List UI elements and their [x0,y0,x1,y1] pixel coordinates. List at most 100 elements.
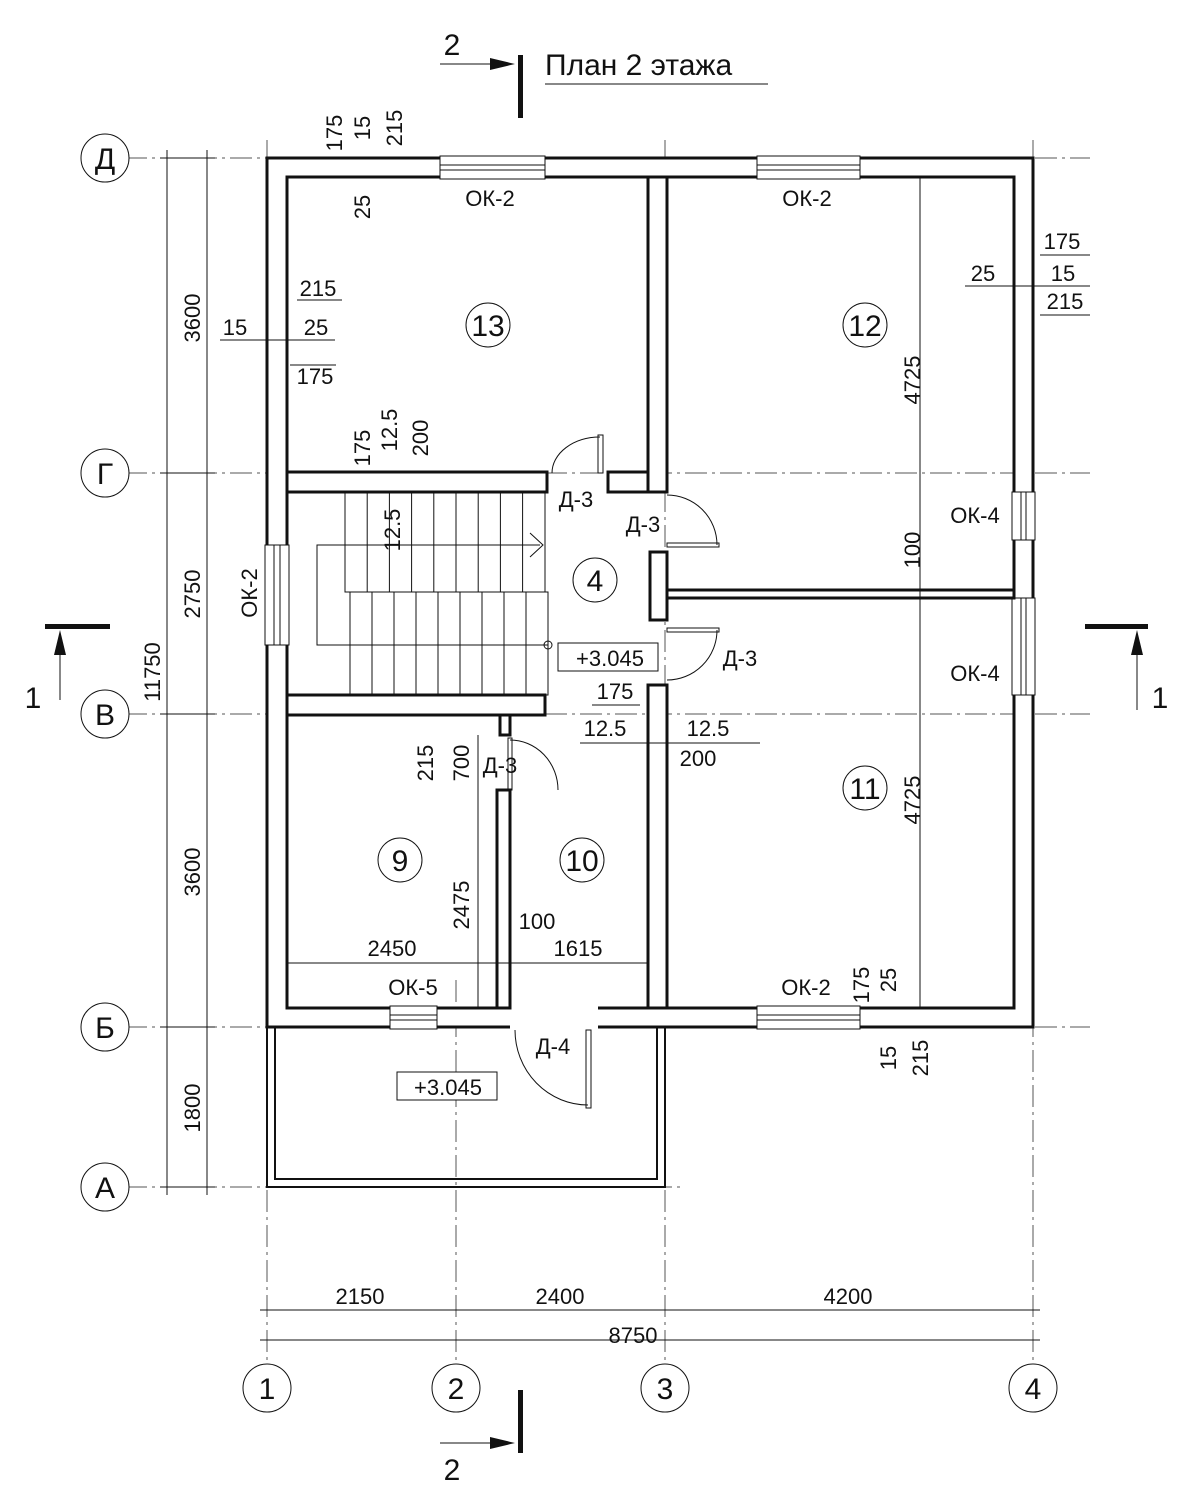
axis-row-d: Д [80,133,130,183]
drawing-line [495,788,512,1010]
opening-labels: ОК-2 ОК-2 ОК-2 ОК-2 ОК-4 ОК-4 ОК-5 Д-3 Д… [237,186,1000,1059]
drawing-label: 4200 [824,1284,873,1309]
drawing-line [1131,630,1143,655]
drawing-line [514,1029,589,1106]
drawing-line [509,739,559,791]
drawing-label: 8750 [609,1323,658,1348]
drawing-line [666,542,720,548]
drawing-label: 12.5 [380,509,405,552]
drawing-line [606,470,652,494]
window-ok4-upper [1011,491,1036,541]
drawing-label: Б [95,1012,115,1045]
drawing-label: 15 [876,1046,901,1070]
drawing-label: 4725 [900,356,925,405]
exterior-walls [264,155,1036,1030]
drawing-line [80,133,130,183]
drawing-line [80,448,130,498]
drawing-label: Г [97,458,113,491]
drawing-label: 100 [900,532,925,569]
window-ok4-lower [1011,597,1036,696]
drawing-label: 25 [304,315,328,340]
drawing-line [666,494,718,546]
window-ok2-bottom [756,1005,861,1030]
overall-dimensions: 11750 3600 2750 3600 1800 2150 2400 4200… [140,294,872,1348]
drawing-label: 175 [597,679,634,704]
drawing-label: 175 [297,364,334,389]
drawing-label: 175 [322,115,347,152]
plan-title: План 2 этажа [545,49,732,82]
drawing-label: 25 [350,195,375,219]
drawing-label: 12.5 [687,716,730,741]
room-numbers: 13 12 4 9 10 11 [377,302,888,883]
drawing-label: 1 [1152,682,1169,715]
drawing-label: +3.045 [414,1075,482,1100]
drawing-label: 2 [448,1373,465,1406]
axis-col-4: 4 [1008,1363,1058,1413]
drawing-label: 15 [350,116,375,140]
drawing-line [1085,624,1148,629]
drawing-label: ОК-2 [782,186,832,211]
drawing-label: 1 [259,1373,276,1406]
drawing-line [344,491,546,593]
drawing-line [518,1390,523,1453]
drawing-label: ОК-2 [465,186,515,211]
drawing-label: 3600 [180,294,205,343]
axis-row-v: В [80,689,130,739]
drawing-label: 200 [408,420,433,457]
drawing-label: 2400 [536,1284,585,1309]
room-4: 4 [587,565,604,598]
drawing-label: Д-4 [536,1034,570,1059]
room-13: 13 [471,310,504,343]
drawing-label: 215 [300,276,337,301]
balcony [266,1026,666,1188]
drawing-line [377,837,423,883]
drawing-line [557,642,659,672]
drawing-line [80,689,130,739]
drawing-line [585,1029,592,1109]
drawing-line [490,1437,515,1449]
drawing-label: А [95,1172,115,1205]
drawing-line [665,588,1016,600]
axis-col-3: 3 [640,1363,690,1413]
axis-row-b: Б [80,1002,130,1052]
drawing-label: 1800 [180,1084,205,1133]
doors [507,434,720,1109]
drawing-label: 2150 [336,1284,385,1309]
drawing-line [465,302,511,348]
room-12: 12 [848,310,881,343]
drawing-line [640,1363,690,1413]
drawing-label: В [95,699,115,732]
drawing-label: Д-3 [723,646,757,671]
drawing-label: ОК-2 [237,568,262,618]
drawing-label: 15 [1051,261,1075,286]
drawing-line [597,434,604,474]
drawing-label: 3600 [180,848,205,897]
drawing-label: 4 [1025,1373,1042,1406]
drawing-label: 25 [971,261,995,286]
drawing-label: 25 [876,968,901,992]
drawing-label: 12.5 [584,716,627,741]
window-ok5 [389,1005,438,1030]
drawing-line [842,302,888,348]
drawing-line [431,1363,481,1413]
drawing-label: 2475 [449,881,474,930]
drawing-line [274,1027,658,1180]
drawing-line [648,550,669,622]
elevation-marks: +3.045 +3.045 [396,642,659,1101]
axis-col-1: 1 [242,1363,292,1413]
drawing-label: 4725 [900,776,925,825]
drawing-line [396,1071,498,1101]
drawing-label: 200 [680,746,717,771]
window-ok2-top-left [439,155,546,180]
drawing-line [242,1363,292,1413]
drawing-line [285,693,547,717]
drawing-line [559,837,605,883]
window-ok2-top-right [756,155,861,180]
drawing-label: +3.045 [576,646,644,671]
drawing-line [529,532,544,558]
drawing-label: 215 [1047,289,1084,314]
drawing-label: 2 [444,29,461,62]
drawing-label: 175 [1044,229,1081,254]
drawing-label: 12.5 [377,409,402,452]
